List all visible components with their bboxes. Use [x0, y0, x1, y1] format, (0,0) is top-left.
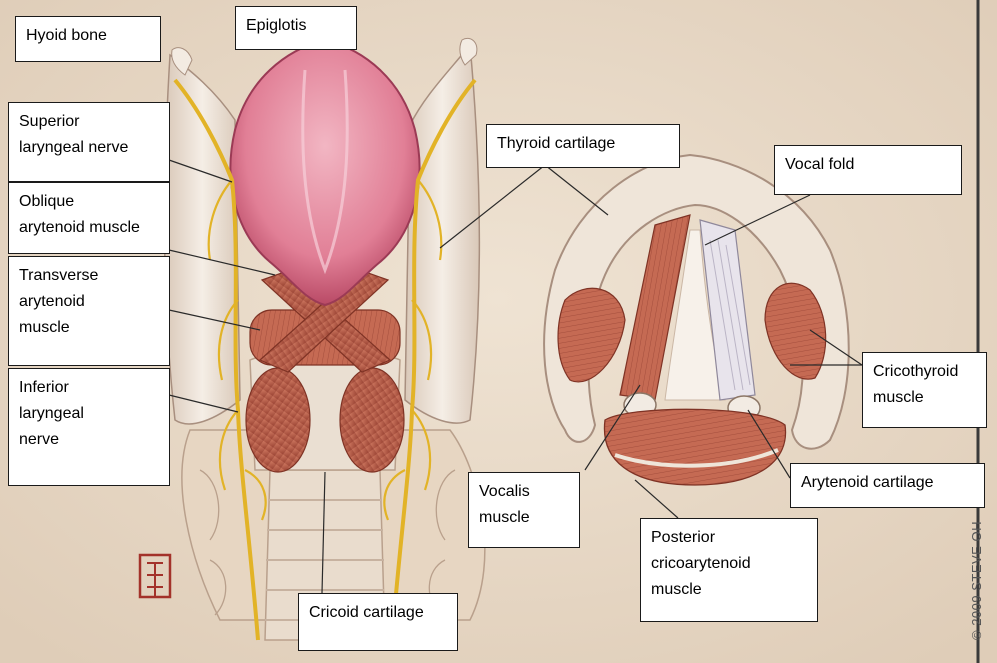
posterior-cricoarytenoid-left [246, 368, 310, 472]
label-arytenoid-cartilage: Arytenoid cartilage [790, 463, 985, 508]
label-hyoid-bone: Hyoid bone [15, 16, 161, 62]
label-epiglottis: Epiglotis [235, 6, 357, 50]
label-oblique-arytenoid-muscle: Oblique arytenoid muscle [8, 182, 170, 254]
artist-credit: © 2009 STEVE OH [969, 521, 984, 640]
label-cricoid-cartilage: Cricoid cartilage [298, 593, 458, 651]
label-transverse-arytenoid-muscle: Transverse arytenoid muscle [8, 256, 170, 366]
label-cricothyroid-muscle: Cricothyroid muscle [862, 352, 987, 428]
label-vocalis-muscle: Vocalis muscle [468, 472, 580, 548]
label-thyroid-cartilage: Thyroid cartilage [486, 124, 680, 168]
thyroid-cartilage-left-wing [165, 55, 240, 424]
label-vocal-fold: Vocal fold [774, 145, 962, 195]
label-inferior-laryngeal-nerve: Inferior laryngeal nerve [8, 368, 170, 486]
label-posterior-cricoarytenoid-muscle: Posterior cricoarytenoid muscle [640, 518, 818, 622]
label-superior-laryngeal-nerve: Superior laryngeal nerve [8, 102, 170, 182]
posterior-cricoarytenoid-right [340, 368, 404, 472]
